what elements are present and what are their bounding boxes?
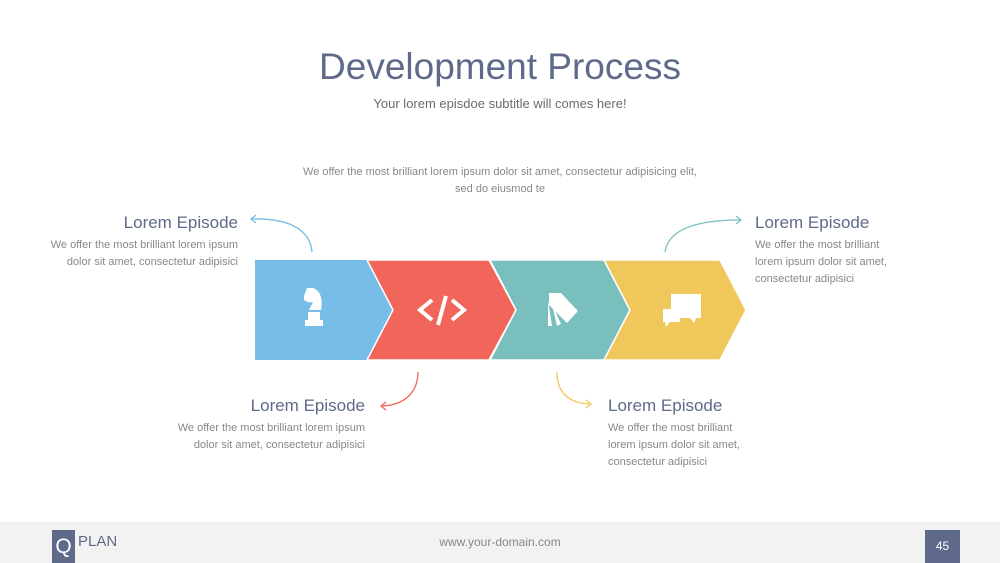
episode-title: Lorem Episode bbox=[608, 396, 723, 415]
episode-title: Lorem Episode bbox=[123, 213, 238, 232]
episode-text: We offer the most brilliant lorem ipsum … bbox=[50, 239, 238, 268]
top-description: We offer the most brilliant lorem ipsum … bbox=[303, 166, 697, 195]
episode-text: We offer the most brilliant lorem ipsum … bbox=[755, 239, 888, 285]
step-1-chevron bbox=[255, 260, 393, 360]
episode-top-left: Lorem Episode We offer the most brillian… bbox=[38, 213, 238, 271]
episode-text: We offer the most brilliant lorem ipsum … bbox=[177, 422, 365, 451]
footer-domain: www.your-domain.com bbox=[439, 535, 561, 549]
chess-knight-icon bbox=[304, 288, 323, 326]
logo-text: PLAN bbox=[78, 533, 118, 550]
episode-title: Lorem Episode bbox=[755, 213, 870, 232]
page-title: Development Process bbox=[319, 46, 681, 87]
code-icon bbox=[416, 295, 468, 326]
tags-icon bbox=[548, 293, 578, 326]
logo-mark: Q bbox=[52, 530, 75, 563]
episode-top-right: Lorem Episode We offer the most brillian… bbox=[755, 213, 900, 288]
episode-bottom-left: Lorem Episode We offer the most brillian… bbox=[165, 396, 365, 454]
arrow-bottom-left bbox=[381, 371, 419, 407]
footer bbox=[0, 522, 1000, 563]
arrow-top-left bbox=[251, 218, 313, 253]
episode-text: We offer the most brilliant lorem ipsum … bbox=[608, 422, 741, 468]
chat-bubbles-icon bbox=[663, 294, 701, 327]
arrow-top-right bbox=[664, 219, 741, 253]
episode-title: Lorem Episode bbox=[250, 396, 365, 415]
episode-bottom-right: Lorem Episode We offer the most brillian… bbox=[608, 396, 753, 471]
arrow-bottom-right bbox=[556, 371, 591, 405]
page-subtitle: Your lorem episdoe subtitle will comes h… bbox=[373, 96, 627, 111]
page-number: 45 bbox=[925, 530, 960, 563]
